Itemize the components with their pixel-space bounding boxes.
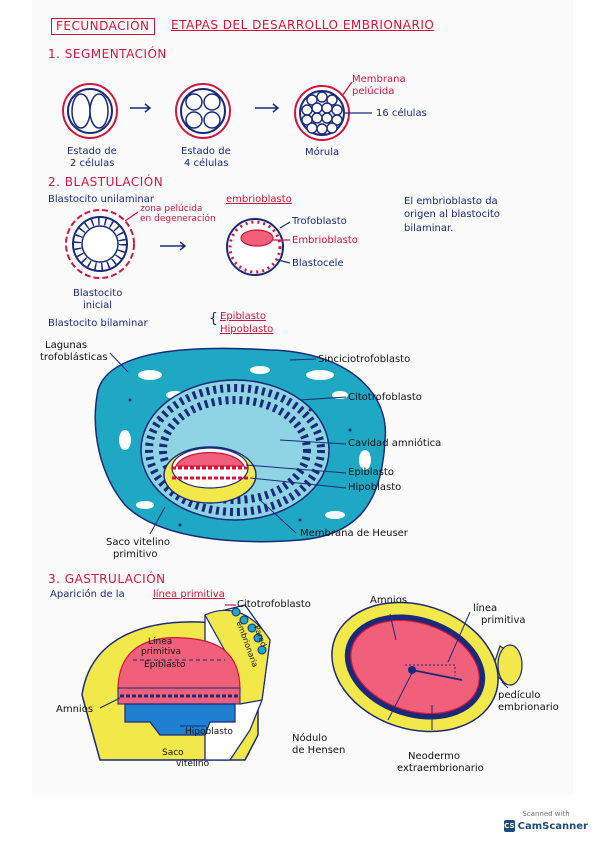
saco-s3-line1: Saco	[162, 748, 184, 758]
pediculo-line2: embrionario	[498, 702, 559, 713]
membrane-label-line1: Membrana	[352, 74, 406, 85]
morula-label: Mórula	[305, 147, 340, 158]
cavidad-amniotica-label: Cavidad amniótica	[348, 438, 442, 449]
initial-blastocyst-line1: Blastocito	[73, 288, 123, 299]
initial-blastocyst-line2: inicial	[83, 300, 113, 311]
section1-heading: 1. SEGMENTACIÓN	[48, 47, 167, 61]
embrioblasto-label: Embrioblasto	[292, 235, 358, 246]
section2-heading: 2. BLASTULACIÓN	[48, 175, 164, 189]
blastocele-label: Blastocele	[292, 258, 344, 269]
embryoblast-link-label: embrioblasto	[226, 194, 292, 205]
trofoblasto-label: Trofoblasto	[292, 216, 347, 227]
citotrofoblasto-label-s3: Citotrofoblasto	[237, 599, 311, 610]
two-cell-label-line2: 2 células	[70, 158, 115, 169]
aparicion-label: Aparición de la	[50, 589, 125, 600]
saco-label-line1: Saco vitelino	[106, 537, 171, 548]
note-line1: El embrioblasto da	[404, 196, 498, 207]
lagunas-label-line1: Lagunas	[45, 340, 88, 351]
epiblasto-subtype: Epiblasto	[220, 311, 266, 322]
linea-right-line1: línea	[473, 603, 498, 614]
hipoblasto-label-s3: Hipoblasto	[185, 727, 233, 737]
neodermo-line1: Neodermo	[408, 751, 461, 762]
nodulo-line1: Nódulo	[292, 733, 328, 744]
camscanner-logo-icon: CS	[504, 820, 515, 832]
gastrulation-right-drawing	[331, 601, 523, 733]
epiblasto-label: Epiblasto	[348, 467, 394, 478]
sinciciotrofoblasto-label: Sinciciotrofoblasto	[318, 354, 411, 365]
membrane-label-line2: pelúcida	[352, 86, 395, 97]
zona-label-line1: zona pelúcida	[140, 204, 203, 214]
bilaminar-label: Blastocito bilaminar	[48, 318, 148, 329]
note-line2: origen al blastocito	[404, 209, 500, 220]
zona-label-line2: en degeneración	[140, 214, 216, 224]
fecundacion-box-label: FECUNDACIÓN	[51, 18, 155, 36]
two-cell-stage-drawing	[62, 83, 118, 139]
arrow	[160, 241, 187, 251]
four-cell-label-line1: Estado de	[181, 146, 231, 157]
linea-left-line1: Línea	[148, 637, 173, 647]
initial-blastocyst-drawing	[65, 209, 139, 279]
four-cell-stage-drawing	[175, 83, 231, 139]
lagunas-label-line2: trofoblásticas	[40, 352, 108, 363]
arrow	[130, 103, 152, 113]
gastrulation-left-drawing	[81, 604, 271, 761]
camscanner-name: CamScanner	[517, 820, 588, 832]
sixteen-cells-label: 16 células	[376, 108, 427, 119]
camscanner-watermark: Scanned with CS CamScanner	[504, 810, 588, 838]
linea-primitiva-title: línea primitiva	[153, 589, 225, 600]
epiblasto-label-s3: Epiblasto	[144, 660, 186, 670]
page-title: ETAPAS DEL DESARROLLO EMBRIONARIO	[171, 18, 435, 32]
neodermo-line2: extraembrionario	[397, 763, 484, 774]
four-cell-label-line2: 4 células	[184, 158, 229, 169]
citotrofoblasto-label: Citotrofoblasto	[348, 392, 422, 403]
amnios-left-label: Amnios	[56, 704, 94, 715]
linea-right-line2: primitiva	[481, 615, 526, 626]
nodulo-line2: de Hensen	[292, 745, 346, 756]
hipoblasto-label: Hipoblasto	[348, 482, 402, 493]
arrow	[255, 103, 280, 113]
unilaminar-label: Blastocito unilaminar	[48, 194, 154, 205]
morula-drawing	[294, 81, 372, 141]
heuser-label: Membrana de Heuser	[300, 528, 408, 539]
unilaminar-blastocyst-drawing	[226, 218, 291, 276]
scanned-with-text: Scanned with	[522, 810, 570, 818]
bilaminar-brace: {	[209, 311, 218, 327]
hipoblasto-subtype: Hipoblasto	[220, 324, 274, 335]
saco-label-line2: primitivo	[113, 549, 158, 560]
bilaminar-blastocyst-drawing	[94, 347, 387, 543]
section3-heading: 3. GASTRULACIÓN	[48, 572, 166, 586]
note-line3: bilaminar.	[404, 223, 454, 234]
two-cell-label-line1: Estado de	[67, 146, 117, 157]
saco-s3-line2: vitelino	[176, 759, 210, 769]
pediculo-line1: pedículo	[498, 690, 541, 701]
amnios-right-label: Amnios	[370, 595, 408, 606]
linea-left-line2: primitiva	[141, 647, 182, 657]
